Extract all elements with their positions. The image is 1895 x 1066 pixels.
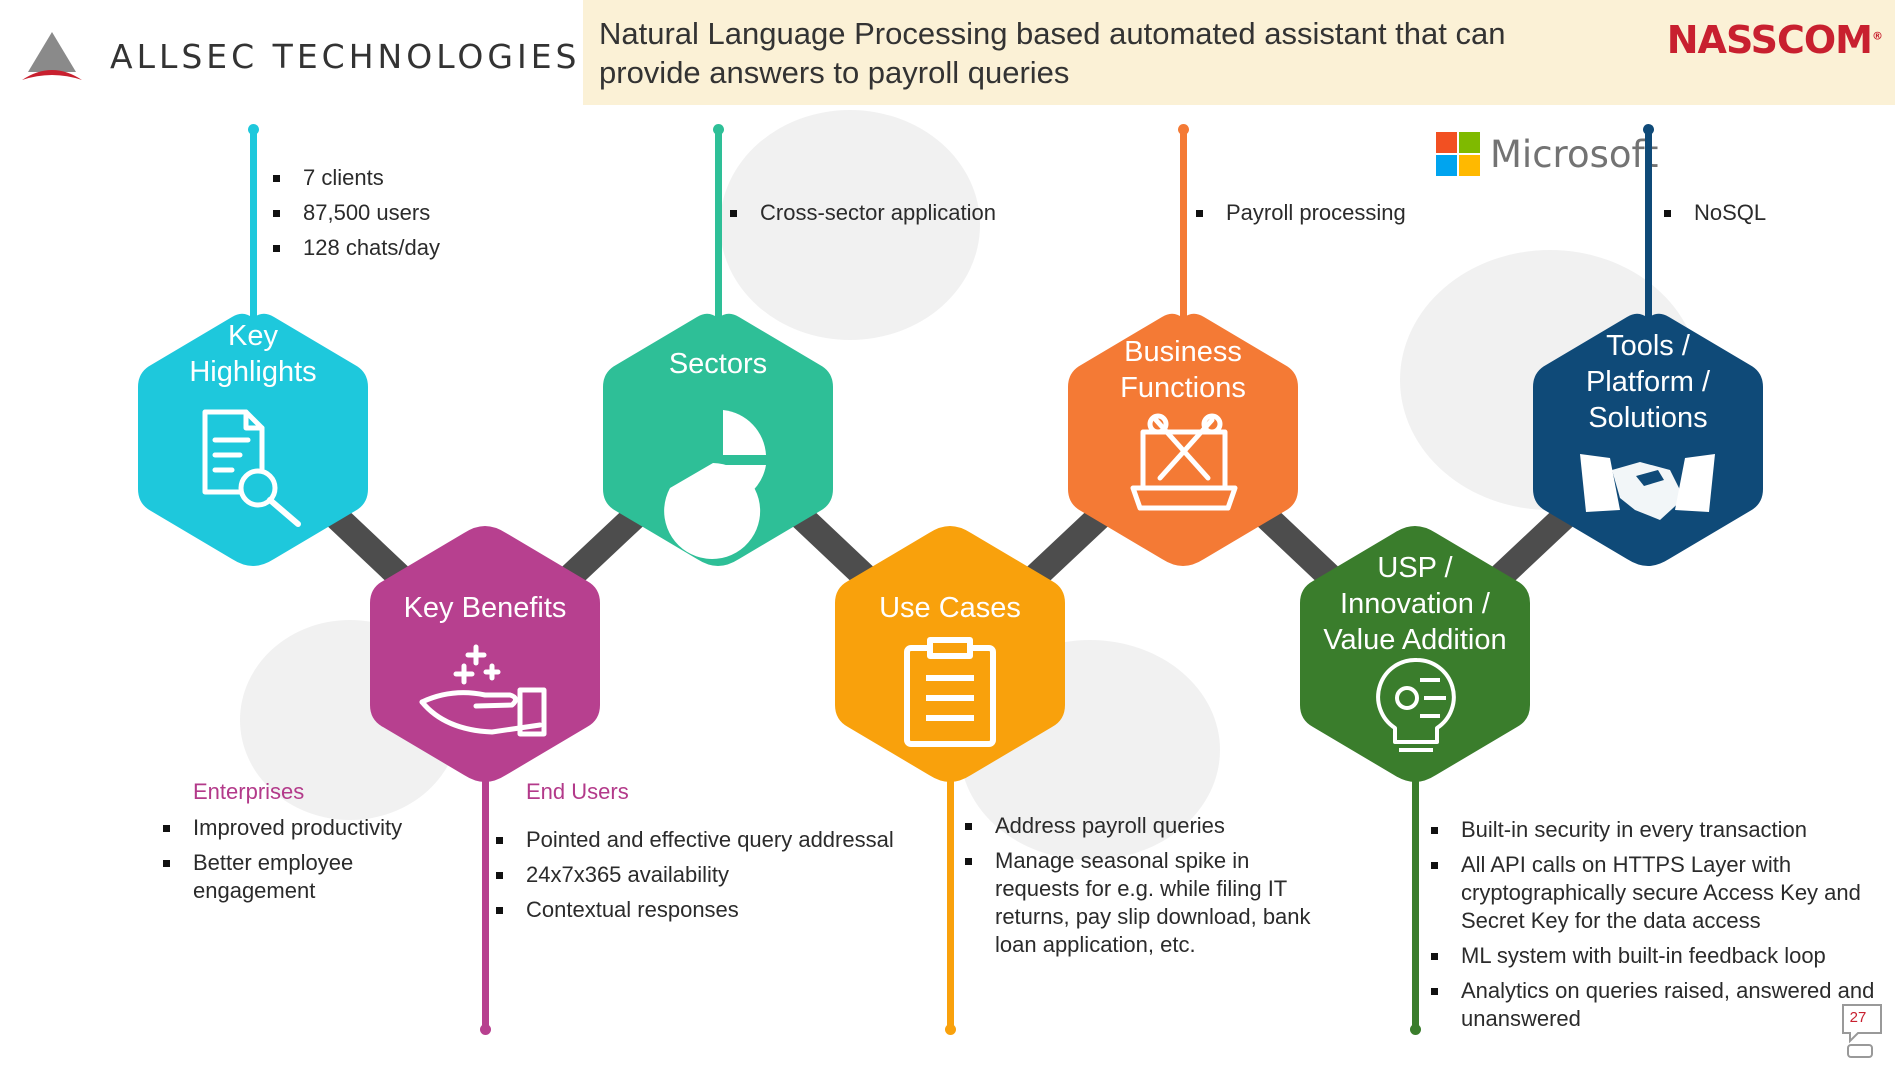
page-number: 27 [1849, 1009, 1867, 1026]
usecases-label: Use Cases [879, 592, 1021, 624]
laptop-tools-icon [1130, 413, 1238, 511]
list-item: Contextual responses [496, 896, 926, 924]
document-search-icon [202, 409, 301, 527]
list-item: Manage seasonal spike in requests for e.… [965, 847, 1320, 959]
sectors-hexagon [603, 313, 833, 566]
list-item: Payroll processing [1196, 199, 1446, 227]
business-connector-dot [1178, 124, 1189, 135]
usecases-bullets: Address payroll queries Manage seasonal … [965, 812, 1320, 966]
usp-connector-dot [1410, 1024, 1421, 1035]
highlights-label: Key Highlights [189, 320, 317, 388]
page-number-badge: 27 [1840, 1003, 1884, 1058]
endusers-heading: End Users [526, 779, 629, 804]
title-banner: Natural Language Processing based automa… [583, 0, 1895, 105]
sectors-connector-dot [713, 124, 724, 135]
usecases-connector-dot [945, 1024, 956, 1035]
company-logo: ALLSEC TECHNOLOGIES [20, 30, 581, 82]
highlights-connector-dot [248, 124, 259, 135]
business-label: Business Functions [1120, 336, 1246, 404]
sectors-label: Sectors [668, 348, 768, 380]
business-hexagon [1068, 313, 1298, 566]
usp-bullets: Built-in security in every transaction A… [1431, 816, 1881, 1040]
highlights-connector [250, 128, 257, 358]
chat-bot-icon [1842, 1004, 1882, 1058]
benefits-connector-dot [480, 1024, 491, 1035]
highlights-bullets: 7 clients 87,500 users 128 chats/day [273, 164, 533, 269]
business-connector [1180, 128, 1187, 358]
list-item: NoSQL [1664, 199, 1864, 227]
microsoft-logo: Microsoft [1436, 132, 1658, 176]
list-item: Better employee engagement [163, 849, 463, 905]
usp-connector [1412, 740, 1419, 1028]
benefits-label: Key Benefits [403, 592, 567, 624]
enterprises-heading: Enterprises [193, 779, 305, 804]
list-item: Improved productivity [163, 814, 463, 842]
company-name: ALLSEC TECHNOLOGIES [110, 36, 581, 76]
list-item: Cross-sector application [730, 199, 1060, 227]
list-item: Analytics on queries raised, answered an… [1431, 977, 1881, 1033]
tools-bullets: NoSQL [1664, 199, 1864, 234]
list-item: 7 clients [273, 164, 533, 192]
clipboard-icon [904, 637, 996, 747]
hand-sparkle-icon [419, 644, 547, 737]
list-item: All API calls on HTTPS Layer with crypto… [1431, 851, 1881, 935]
microsoft-windows-icon [1436, 132, 1480, 176]
handshake-icon [1580, 454, 1715, 520]
tools-label: Tools / Platform / Solutions [1585, 330, 1711, 434]
pie-chart-icon [664, 410, 766, 559]
page-title: Natural Language Processing based automa… [599, 16, 1506, 90]
allsec-logo-icon [22, 32, 82, 80]
list-item: Built-in security in every transaction [1431, 816, 1881, 844]
tools-connector [1645, 128, 1652, 358]
list-item: 87,500 users [273, 199, 533, 227]
nasscom-logo: NASSCOM® [1666, 18, 1883, 62]
benefits-connector [482, 740, 489, 1028]
sectors-bullets: Cross-sector application [730, 199, 1060, 234]
usecases-connector [947, 740, 954, 1028]
list-item: 128 chats/day [273, 234, 533, 262]
usp-label: USP / Innovation / Value Addition [1323, 552, 1507, 656]
enterprises-bullets: Enterprises Improved productivity Better… [163, 778, 463, 912]
business-bullets: Payroll processing [1196, 199, 1446, 234]
usp-hexagon [1300, 526, 1530, 782]
sectors-connector [715, 128, 722, 358]
list-item: Pointed and effective query addressal [496, 826, 926, 854]
list-item: Address payroll queries [965, 812, 1320, 840]
tools-connector-dot [1643, 124, 1654, 135]
list-item: ML system with built-in feedback loop [1431, 942, 1881, 970]
background-robot-shape [720, 110, 980, 340]
list-item: 24x7x365 availability [496, 861, 926, 889]
lightbulb-gear-icon [1376, 657, 1456, 752]
endusers-bullets: End Users Pointed and effective query ad… [496, 778, 926, 931]
highlights-hexagon [138, 313, 368, 566]
